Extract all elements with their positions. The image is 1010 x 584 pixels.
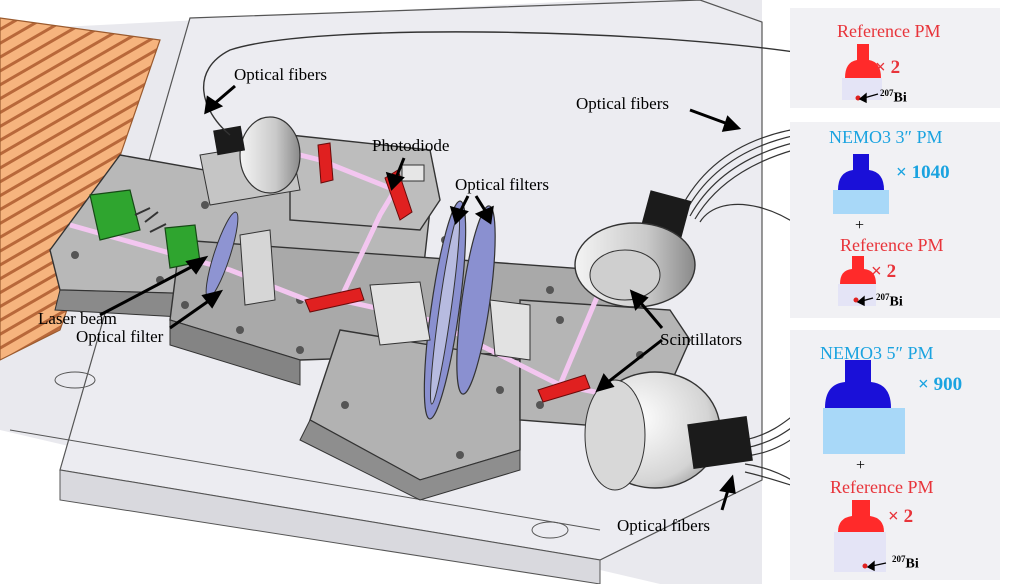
base-plate-edge <box>59 469 601 584</box>
label-scintillators: Scintillators <box>660 330 743 349</box>
nemo3-5inch-reference-pm-icon <box>834 500 886 572</box>
nemo3-3inch-ref-title: Reference PM <box>840 235 944 255</box>
label-optical-fibers-bottom: Optical fibers <box>617 516 710 535</box>
table-foot <box>54 371 96 389</box>
photodiode-body <box>401 164 425 182</box>
nemo3-3inch-title: NEMO3 3″ PM <box>829 127 943 147</box>
filter-holder <box>369 281 431 346</box>
label-optical-filters: Optical filters <box>455 175 549 194</box>
nemo3-5inch-plus: + <box>856 457 866 474</box>
pm-fiber-connector-5inch <box>687 416 753 469</box>
reference-pm-source: 207Bi <box>880 88 907 106</box>
panel-nemo3-3in-bg <box>790 122 1000 318</box>
fiber-bundle-end <box>213 125 246 156</box>
annotation-arrows <box>99 84 742 511</box>
pm-head-flange <box>584 379 646 491</box>
bench-mid-edge <box>169 319 301 386</box>
pm-head-window <box>589 249 661 301</box>
nemo3-5inch-pm-icon <box>823 360 905 454</box>
nemo3-3inch-reference-pm-icon <box>838 256 876 306</box>
panel-reference-bg <box>790 8 1000 108</box>
nemo3-3inch-plus: + <box>855 217 865 234</box>
table-edge-line <box>9 429 601 531</box>
label-laser-beam: Laser beam <box>38 309 117 328</box>
label-optical-fibers-top-left: Optical fibers <box>234 65 327 84</box>
bench-front-edge <box>299 419 521 501</box>
reference-pm-multiplier: × 2 <box>875 57 901 78</box>
label-optical-filter: Optical filter <box>76 327 164 346</box>
nemo3-3inch-multiplier: × 1040 <box>896 162 950 183</box>
reference-pm-title: Reference PM <box>837 21 941 41</box>
panel-nemo3-5in-bg <box>790 330 1000 580</box>
reference-pm-icon <box>842 44 882 101</box>
laser-module <box>89 189 141 241</box>
heatsink <box>0 17 161 361</box>
nemo3-5inch-title: NEMO3 5″ PM <box>820 343 934 363</box>
source-arrows <box>856 92 887 572</box>
table-foot <box>531 521 569 539</box>
nemo3-5inch-multiplier: × 900 <box>918 374 963 395</box>
filter-holder <box>489 299 531 361</box>
laser-beam-path-3 <box>557 289 603 386</box>
nemo3-3inch-source: 207Bi <box>876 292 903 310</box>
nemo3-5inch-ref-multiplier: × 2 <box>888 506 914 527</box>
nemo3-3inch-ref-multiplier: × 2 <box>871 261 897 282</box>
laser-clips <box>134 207 167 233</box>
nemo3-5inch-ref-title: Reference PM <box>830 477 934 497</box>
label-photodiode: Photodiode <box>372 136 450 155</box>
nemo3-3inch-pm-icon <box>833 154 889 214</box>
lens-holder <box>239 229 276 306</box>
nemo3-5inch-source: 207Bi <box>892 554 919 572</box>
label-optical-fibers-top-right: Optical fibers <box>576 94 669 113</box>
fiber-cable <box>203 31 841 136</box>
fiber-coupler <box>239 116 301 194</box>
